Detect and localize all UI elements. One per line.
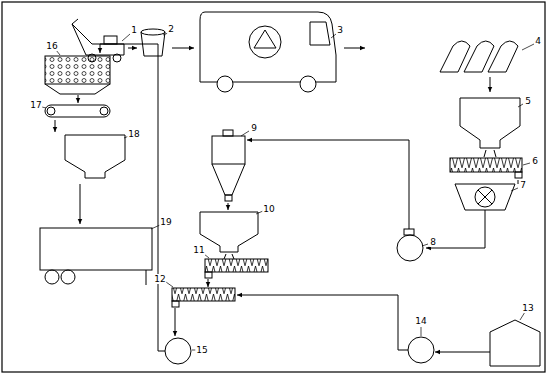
callout-number: 15	[195, 345, 208, 355]
blower	[408, 337, 434, 363]
callout-number: 14	[414, 316, 427, 326]
collection-bin	[141, 29, 165, 56]
callout-number: 19	[159, 217, 172, 227]
callout-number: 7	[519, 180, 527, 190]
belt-conveyor	[45, 105, 110, 117]
loading-hopper	[65, 135, 125, 178]
callout-number: 17	[29, 100, 42, 110]
screw-conveyor	[205, 259, 268, 278]
callout-number: 6	[531, 156, 539, 166]
blower	[165, 338, 191, 364]
mixing-screw	[172, 288, 235, 307]
leader-lines	[42, 33, 534, 350]
callout-number: 9	[250, 123, 258, 133]
storage-piles	[440, 41, 518, 72]
recycling-truck	[200, 12, 336, 92]
callout-number: 16	[45, 41, 58, 51]
callout-number: 13	[521, 303, 534, 313]
callout-number: 11	[192, 245, 205, 255]
callout-number: 4	[534, 36, 542, 46]
blower	[397, 229, 423, 261]
callout-number: 1	[130, 25, 138, 35]
callout-number: 10	[262, 204, 275, 214]
surge-hopper	[200, 212, 258, 252]
cyclone	[212, 130, 245, 201]
callout-number: 8	[429, 237, 437, 247]
callout-number: 2	[167, 24, 175, 34]
bag-filter	[45, 56, 110, 94]
additive-silo	[490, 320, 540, 366]
screw-conveyor	[450, 158, 522, 178]
callout-number: 5	[524, 96, 532, 106]
trailer	[40, 228, 152, 285]
feed-hopper	[460, 98, 520, 148]
callout-number: 18	[127, 129, 140, 139]
callout-number: 3	[336, 25, 344, 35]
callout-number: 12	[153, 274, 166, 284]
rotary-valve	[455, 184, 515, 210]
